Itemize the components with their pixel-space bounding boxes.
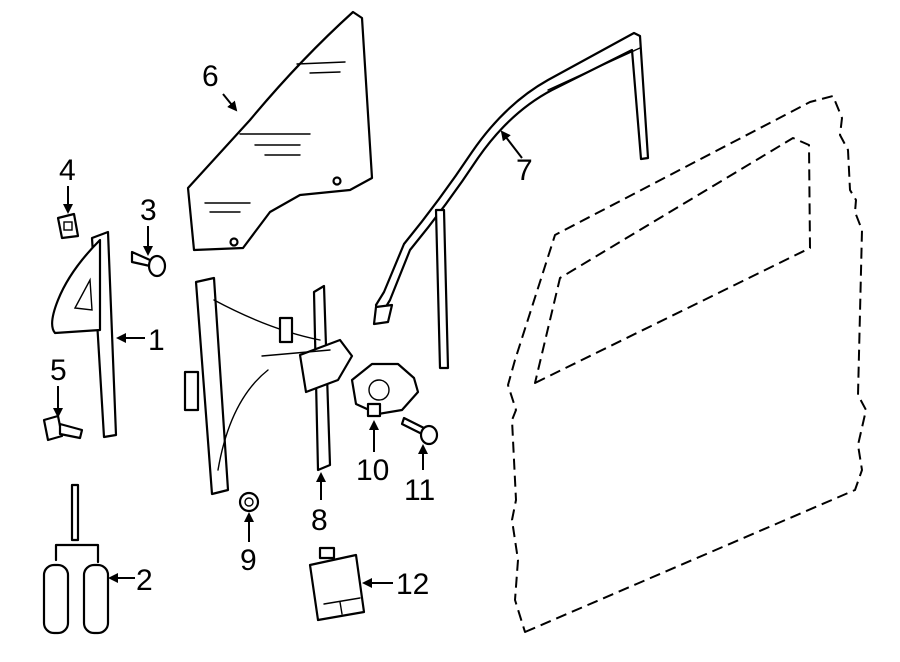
part-11-screw xyxy=(400,416,439,446)
callout-2: 2 xyxy=(136,564,153,597)
part-12-control-module xyxy=(308,546,366,622)
callout-3: 3 xyxy=(140,194,157,227)
part-7-glass-run-channel xyxy=(372,31,650,370)
callout-11: 11 xyxy=(404,474,435,507)
callout-7: 7 xyxy=(516,154,533,187)
part-5-bolt xyxy=(42,414,84,442)
part-9-nut xyxy=(238,491,260,513)
part-3-screw xyxy=(130,250,167,278)
callout-5: 5 xyxy=(50,354,67,387)
part-8-window-regulator xyxy=(183,276,354,496)
leader-lines xyxy=(53,93,523,588)
callout-6: 6 xyxy=(202,60,219,93)
part-4-clip xyxy=(56,212,80,240)
callouts: 1 2 3 4 5 6 7 8 9 10 11 12 xyxy=(50,60,533,601)
part-6-door-glass xyxy=(186,10,374,252)
callout-12: 12 xyxy=(396,568,429,601)
callout-10: 10 xyxy=(356,454,389,487)
part-1-front-channel xyxy=(51,230,118,439)
callout-4: 4 xyxy=(59,154,76,187)
door-shell-outline xyxy=(507,95,867,633)
callout-1: 1 xyxy=(148,324,165,357)
part-2-lubricant-tubes xyxy=(42,483,110,635)
part-10-regulator-motor xyxy=(350,362,420,418)
callout-8: 8 xyxy=(311,504,328,537)
callout-9: 9 xyxy=(240,544,257,577)
